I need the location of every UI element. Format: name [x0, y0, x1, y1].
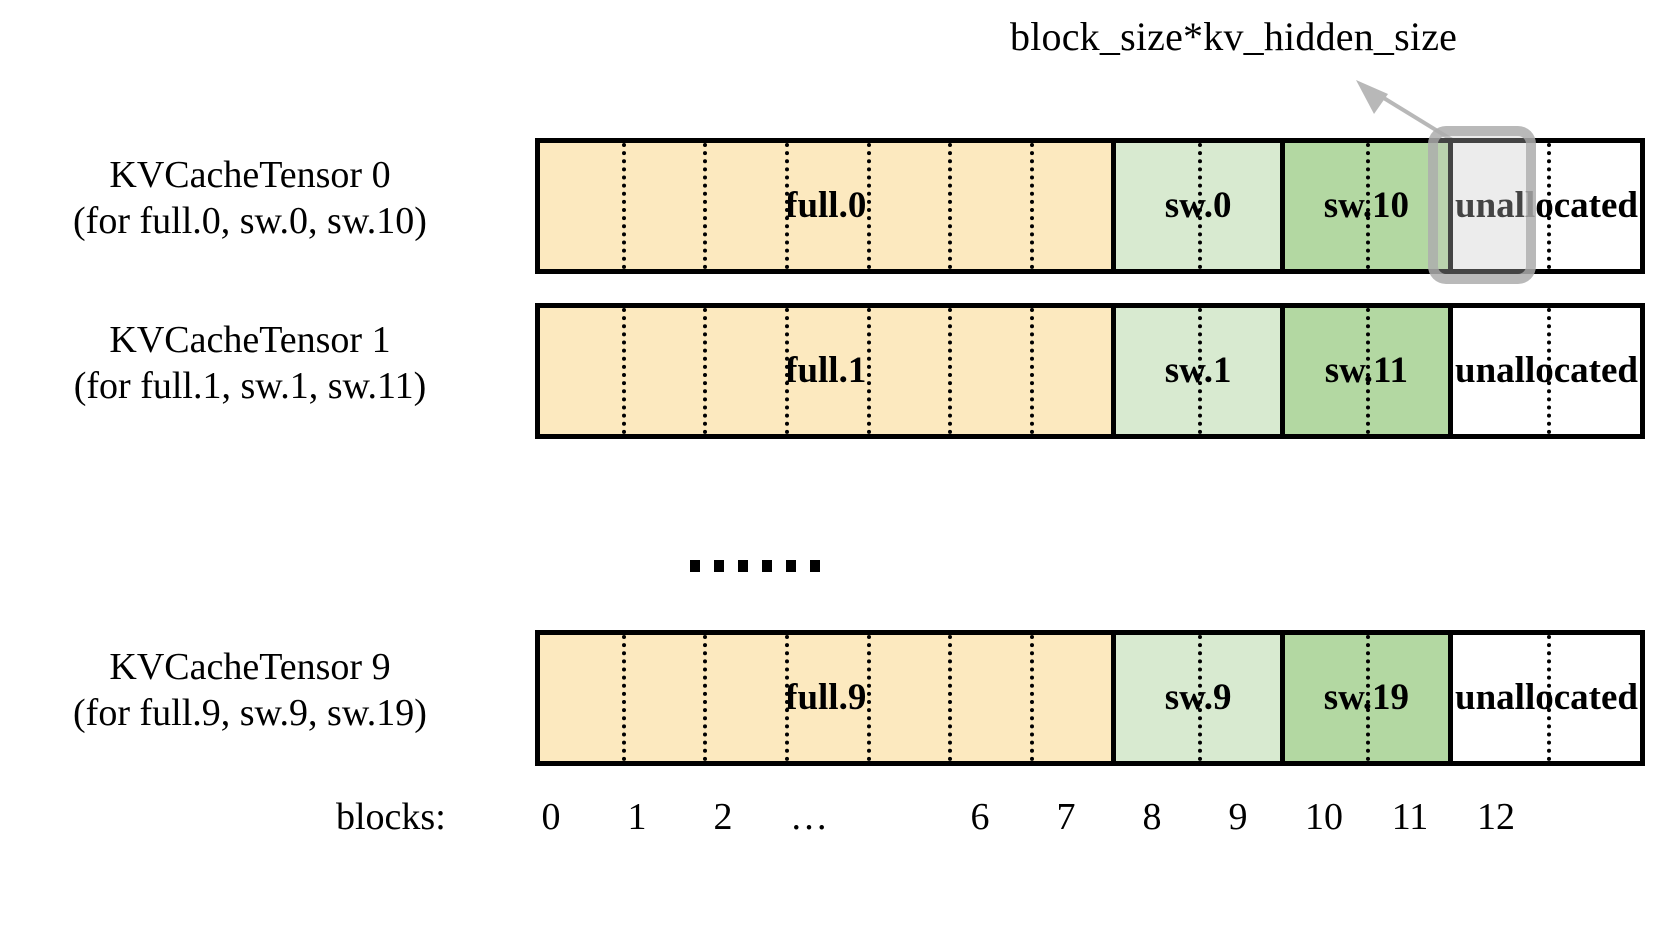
segment-full[interactable]: full.1: [540, 308, 1112, 434]
segment-label: sw.9: [1164, 677, 1232, 719]
segment-label: unallocated: [1455, 185, 1638, 227]
segment-sw-dark[interactable]: sw.19: [1279, 635, 1449, 761]
kvcache-tensor-bar[interactable]: full.0 sw.0 sw.10 unallocated: [535, 138, 1645, 274]
segment-label: unallocated: [1455, 350, 1638, 392]
segment-label: sw.10: [1323, 185, 1410, 227]
axis-tick: 6: [970, 796, 990, 838]
rows-ellipsis: [690, 560, 820, 572]
kvcache-tensor-bar[interactable]: full.1 sw.1 sw.11 unallocated: [535, 303, 1645, 439]
axis-tick: 11: [1391, 796, 1429, 838]
row-label: KVCacheTensor 1 (for full.1, sw.1, sw.11…: [0, 317, 500, 410]
segment-sw-dark[interactable]: sw.10: [1279, 143, 1449, 269]
blocks-axis: blocks: 0 1 2 … 6 7 8 9 10 11 12: [0, 795, 1676, 875]
axis-tick: 8: [1142, 796, 1162, 838]
axis-tick: 0: [541, 796, 561, 838]
segment-unallocated[interactable]: unallocated: [1448, 308, 1640, 434]
row-subtitle: (for full.9, sw.9, sw.19): [73, 692, 427, 735]
segment-unallocated[interactable]: unallocated: [1448, 143, 1640, 269]
row-label: KVCacheTensor 9 (for full.9, sw.9, sw.19…: [0, 644, 500, 737]
axis-tick: …: [790, 796, 828, 838]
segment-label: sw.19: [1323, 677, 1410, 719]
axis-title: blocks:: [336, 796, 446, 838]
segment-sw-light[interactable]: sw.9: [1111, 635, 1280, 761]
segment-full[interactable]: full.9: [540, 635, 1112, 761]
axis-tick: 10: [1305, 796, 1343, 838]
row-title: KVCacheTensor 0: [109, 154, 391, 196]
segment-sw-light[interactable]: sw.0: [1111, 143, 1280, 269]
segment-unallocated[interactable]: unallocated: [1448, 635, 1640, 761]
row-subtitle: (for full.0, sw.0, sw.10): [73, 200, 427, 243]
segment-label: unallocated: [1455, 677, 1638, 719]
row-label: KVCacheTensor 0 (for full.0, sw.0, sw.10…: [0, 152, 500, 245]
axis-tick: 7: [1056, 796, 1076, 838]
segment-label: full.0: [785, 185, 867, 227]
highlight-box: [1428, 126, 1536, 284]
annotation-label: block_size*kv_hidden_size: [1010, 14, 1458, 59]
row-title: KVCacheTensor 1: [109, 319, 391, 361]
axis-tick: 9: [1228, 796, 1248, 838]
segment-label: full.9: [785, 677, 867, 719]
segment-sw-dark[interactable]: sw.11: [1279, 308, 1449, 434]
segment-sw-light[interactable]: sw.1: [1111, 308, 1280, 434]
axis-tick: 1: [627, 796, 647, 838]
kvcache-tensor-bar[interactable]: full.9 sw.9 sw.19 unallocated: [535, 630, 1645, 766]
segment-label: sw.11: [1324, 350, 1409, 392]
axis-tick: 12: [1477, 796, 1515, 838]
row-title: KVCacheTensor 9: [109, 646, 391, 688]
segment-label: full.1: [785, 350, 867, 392]
segment-label: sw.1: [1164, 350, 1232, 392]
row-subtitle: (for full.1, sw.1, sw.11): [73, 365, 427, 408]
segment-label: sw.0: [1164, 185, 1232, 227]
segment-full[interactable]: full.0: [540, 143, 1112, 269]
axis-tick: 2: [713, 796, 733, 838]
